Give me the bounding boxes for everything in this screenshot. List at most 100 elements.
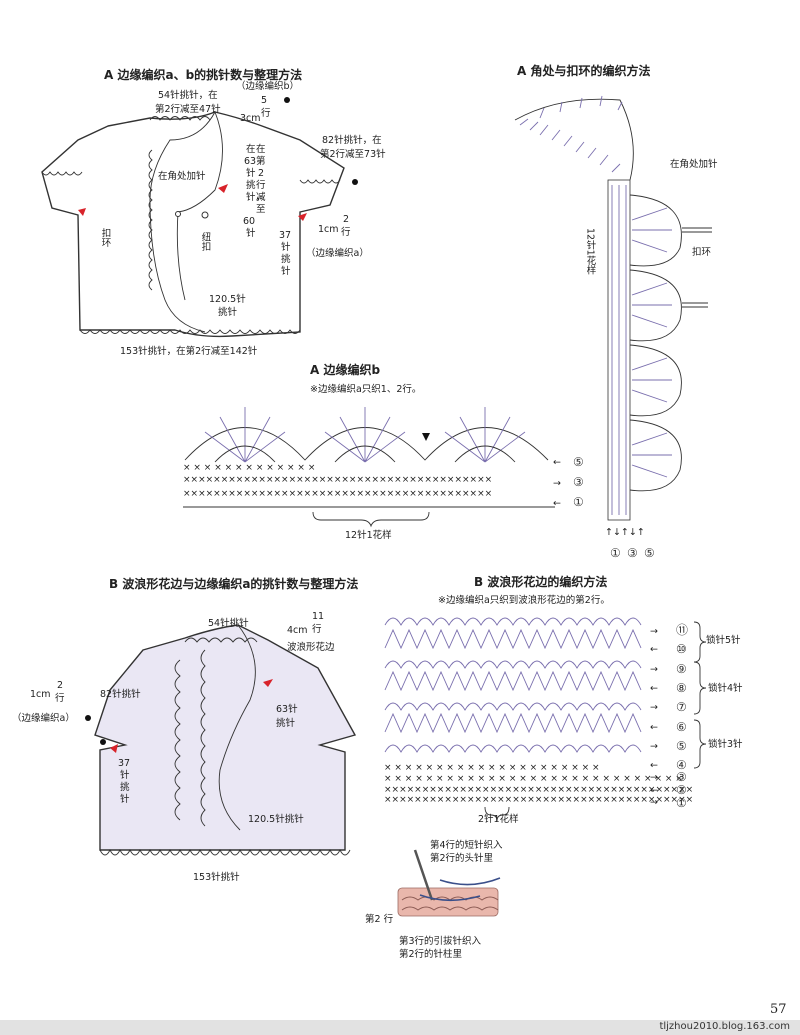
label-37-vertical: 针	[281, 241, 291, 253]
label-button: 纽扣	[200, 231, 212, 252]
sectionA-mid-title: A 边缘编织b	[310, 362, 380, 377]
label-82-B: 82针挑针	[100, 688, 141, 700]
garment-B-ruffle-center	[200, 649, 206, 827]
label-corner-increase: 在角处加针	[158, 170, 206, 182]
row-number-3: ③	[573, 475, 584, 489]
row-number-1: ①	[573, 495, 584, 509]
label-63-vertical: 针	[246, 167, 256, 179]
garment-A-scallop-left-sleeve	[41, 171, 83, 176]
label-63-vertical: 至	[256, 204, 266, 215]
garment-A-front-right	[176, 111, 223, 301]
ruffle-chart-body: × × × × × × × × × × × × × × × × × × × × …	[384, 617, 693, 805]
arrow-icon: →	[650, 772, 658, 783]
label-63-vertical: 60	[243, 216, 255, 227]
garment-A-outline	[41, 111, 345, 338]
marker-dot-icon	[284, 97, 290, 103]
marker-dot-icon	[352, 179, 358, 185]
ruffle-row-11	[384, 617, 642, 626]
sectionB-garment-diagram: B 波浪形花边与边缘编织a的挑针数与整理方法 54针挑针 4cm 11 行 波浪…	[12, 576, 358, 883]
triangle-marker-icon	[422, 433, 430, 441]
label-3cm: 3cm	[240, 113, 261, 124]
garment-A-scallop-hem	[79, 329, 301, 334]
arrow-icon: →	[650, 664, 658, 675]
row-number-3: ③	[676, 770, 687, 784]
sectionB-left-title: B 波浪形花边与边缘编织a的挑针数与整理方法	[109, 576, 358, 591]
ruffle-row-arrows: → ← → ← → ← → ← → ← →	[650, 626, 658, 808]
label-2rows-unit: 行	[341, 226, 351, 238]
row-number-3: ③	[627, 546, 638, 560]
row-number-2: ②	[676, 783, 687, 797]
ruffle-row-10	[384, 628, 642, 650]
label-1cm-B: 1cm	[30, 689, 51, 700]
label-2rows: 2	[343, 214, 349, 225]
label-54: 54针挑针，在	[158, 89, 218, 101]
label-chain3: 锁针3针	[708, 738, 743, 750]
corner-fan-stitches	[519, 95, 623, 173]
row-number-1: ①	[676, 796, 687, 810]
label-63-vertical: 挑	[246, 179, 256, 191]
label-corner-increase-right: 在角处加针	[670, 158, 718, 170]
sectionA-garment-diagram: A 边缘编织a、b的挑针数与整理方法 54针挑针，在 第2行减至47针 （边缘编…	[41, 67, 386, 357]
label-82: 82针挑针，在	[322, 134, 382, 146]
label-2-B-unit: 行	[55, 692, 65, 704]
ruffle-row-3: × × × × × × × × × × × × × × × × × × × × …	[384, 774, 683, 784]
label-37-B: 针	[120, 769, 130, 781]
marker-dot-icon	[100, 739, 106, 745]
corner-scallop-1	[629, 194, 682, 267]
label-63-vertical: 在	[246, 143, 256, 155]
label-ruffle: 波浪形花边	[287, 641, 335, 653]
row-number-5: ⑤	[644, 546, 655, 560]
row-number-4: ④	[676, 758, 687, 772]
label-band-b-rows-unit: 行	[261, 107, 271, 119]
ruffle-row-4: × × × × × × × × × × × × × × × × × × × × …	[384, 763, 600, 773]
label-63-vertical: 第	[256, 155, 266, 167]
row-number-7: ⑦	[676, 700, 687, 714]
label-repeat-mid: 12针1花样	[345, 529, 392, 541]
garment-A-scallop-neck	[149, 116, 211, 121]
label-repeat-right: 12针1花样	[585, 228, 597, 275]
ruffle-row-9	[384, 660, 642, 669]
bracket-chain3	[693, 719, 707, 769]
garment-A-scallop-front	[148, 149, 153, 291]
label-11-unit: 行	[312, 623, 322, 635]
yarn-strand	[439, 877, 501, 886]
arrow-icon: ←	[650, 760, 658, 771]
arrow-icon: ←	[650, 722, 658, 733]
row-number-6: ⑥	[676, 720, 687, 734]
row-number-8: ⑧	[676, 681, 687, 695]
garment-A-front-opening	[149, 111, 216, 333]
label-37-B: 37	[118, 758, 130, 769]
row-number-1: ①	[610, 546, 621, 560]
red-arrow-icon	[110, 744, 118, 753]
row-number-11: ⑪	[676, 623, 688, 637]
sectionB-ruffle-chart: B 波浪形花边的编织方法 ※边缘编织a只织到波浪形花边的第2行。 × × × ×…	[384, 574, 743, 825]
yarn-strand	[419, 894, 481, 902]
label-120-B: 120.5针挑针	[248, 813, 304, 825]
arrow-icon: ←	[650, 785, 658, 796]
repeat-brace-B	[484, 806, 510, 822]
row-number-10: ⑩	[676, 642, 687, 656]
inset-label-4: 第3行的引拔针织入	[399, 935, 482, 947]
label-band-a: （边缘编织a）	[306, 247, 369, 259]
label-4cm: 4cm	[287, 625, 308, 636]
label-63-B-b: 挑针	[276, 717, 296, 729]
repeat-brace	[312, 511, 430, 528]
edging-b-row-4: × × × × × × × × × × × × ×	[183, 463, 315, 473]
corner-fan-outline	[514, 98, 634, 181]
label-arrows-right: ↑↓↑↓↑	[605, 527, 645, 538]
corner-scallop-2	[629, 269, 682, 342]
label-153-B: 153针挑针	[193, 871, 240, 883]
label-band-b-rows: 5	[261, 95, 267, 106]
label-chain5: 锁针5针	[706, 634, 741, 646]
label-54-B: 54针挑针	[208, 617, 249, 629]
edging-b-row-2: ××××××××××××××××××××××××××××××××××××××××…	[183, 489, 492, 499]
arrow-icon: ←	[553, 498, 561, 509]
sectionA-edging-b-chart: A 边缘编织b ※边缘编织a只织1、2行。 ××××××××××××××××××…	[183, 362, 584, 541]
sectionA-mid-note: ※边缘编织a只织1、2行。	[310, 383, 421, 395]
row-number-5: ⑤	[573, 455, 584, 469]
marker-dot-icon	[85, 715, 91, 721]
hook-illustration: 第4行的短针织入 第2行的头针里 第2 行 第3行的引拔针织入 第2行的针柱里	[365, 839, 503, 960]
sectionA-right-title: A 角处与扣环的编织方法	[517, 63, 650, 78]
label-63-vertical: 2	[258, 168, 264, 179]
inset-label-5: 第2行的针柱里	[399, 948, 462, 960]
